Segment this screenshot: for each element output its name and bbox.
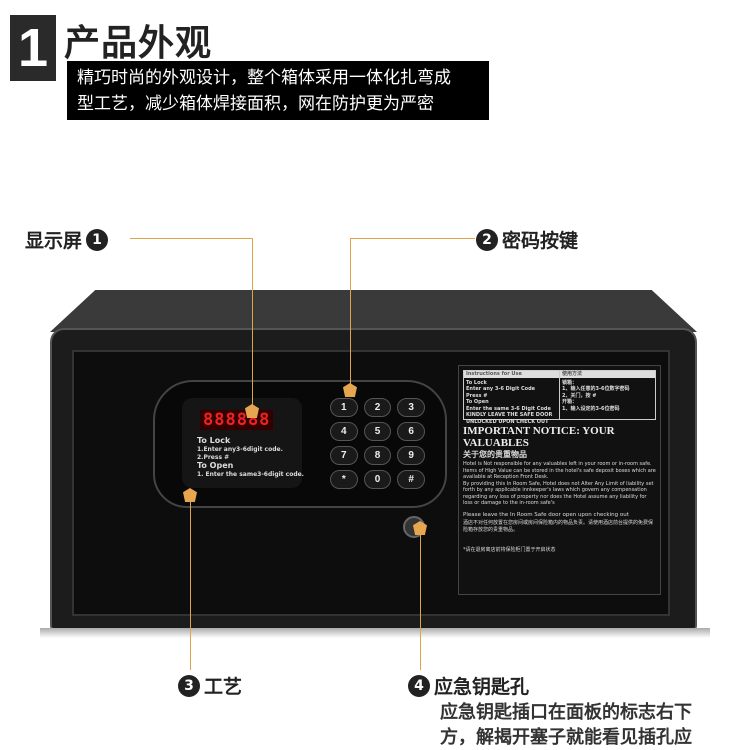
callout-keyhole: 4 应急钥匙孔 <box>408 672 529 699</box>
safe-top <box>50 290 697 332</box>
leader-line-2 <box>350 238 475 239</box>
section-description: 精巧时尚的外观设计，整个箱体采用一体化扎弯成 型工艺，减少箱体焊接面积，网在防护… <box>67 61 489 120</box>
callout-label: 工艺 <box>204 676 243 698</box>
description-line: 型工艺，减少箱体焊接面积，网在防护更为严密 <box>77 94 434 114</box>
page-title: 产品外观 <box>64 23 213 64</box>
instruction-line: Enter any 3-6 Digit Code <box>466 386 536 392</box>
section-number: 1 <box>10 15 56 81</box>
keypad: 1 2 3 4 5 6 7 8 9 * 0 # <box>330 398 425 490</box>
instructions-cn: 使用方法 锁箱： 1、输入任意的3-6位数字密码 2、关门，按 # 开箱： 1、… <box>559 371 655 419</box>
marker-4 <box>413 521 427 535</box>
leader-line-4 <box>420 528 421 670</box>
instruction-line: To Open <box>466 399 489 405</box>
instruction-line: 锁箱： <box>562 379 578 386</box>
callout-number: 3 <box>178 674 200 697</box>
instructions-cn-header: 使用方法 <box>560 371 655 378</box>
notice-panel: Instructions for Use To Lock Enter any 3… <box>458 365 661 595</box>
instruction-line: 开箱： <box>562 399 578 405</box>
key-star[interactable]: * <box>330 470 358 489</box>
display-instructions: To Lock 1.Enter any3-6digit code. 2.Pres… <box>197 437 304 479</box>
display-line: To Lock <box>197 436 231 445</box>
key-7[interactable]: 7 <box>330 446 358 465</box>
instruction-line: 1、输入设定的3-6位密码 <box>562 405 620 412</box>
key-9[interactable]: 9 <box>397 446 425 465</box>
callout-label: 应急钥匙孔 <box>434 676 530 698</box>
instruction-line: KINDLY LEAVE THE SAFE DOOR <box>466 412 553 418</box>
key-hash[interactable]: # <box>397 470 425 489</box>
keyhole-description: 应急钥匙插口在面板的标志右下 方，解揭开塞子就能看见插孔应 <box>440 700 692 750</box>
leader-line-1 <box>130 238 253 239</box>
description-line: 应急钥匙插口在面板的标志右下 <box>440 702 692 723</box>
instruction-line: UNLOCKED UPON CHECK OUT <box>466 418 549 425</box>
callout-craft: 3 工艺 <box>178 672 242 699</box>
instructions-en-header: Instructions for Use <box>464 371 559 378</box>
instructions-box: Instructions for Use To Lock Enter any 3… <box>463 370 656 425</box>
key-2[interactable]: 2 <box>363 398 392 417</box>
instruction-line: To Lock <box>466 379 487 386</box>
callout-number: 2 <box>476 228 498 251</box>
leader-line-2 <box>350 238 351 384</box>
callout-keypad: 2 密码按键 <box>476 226 578 253</box>
notice-footer: *请在退房离店前将保险柜门置于开启状态 <box>463 547 556 553</box>
instructions-en: Instructions for Use To Lock Enter any 3… <box>464 371 559 425</box>
callout-display: 显示屏 1 <box>25 226 109 253</box>
key-0[interactable]: 0 <box>363 470 392 489</box>
description-line: 精巧时尚的外观设计，整个箱体采用一体化扎弯成 <box>77 68 451 88</box>
key-5[interactable]: 5 <box>363 422 392 441</box>
callout-number: 4 <box>408 674 430 697</box>
instruction-line: Enter the same 3-6 Digit Code <box>466 405 551 412</box>
leader-line-3 <box>190 495 191 670</box>
description-line: 方，解揭开塞子就能看见插孔应 <box>440 727 692 748</box>
key-8[interactable]: 8 <box>363 446 392 465</box>
key-3[interactable]: 3 <box>397 398 425 417</box>
display-line: 1.Enter any3-6digit code. <box>197 446 283 453</box>
notice-subtitle: 关于您的贵重物品 <box>463 450 527 459</box>
key-4[interactable]: 4 <box>330 422 358 441</box>
shadow <box>40 628 710 638</box>
callout-number: 1 <box>86 228 109 251</box>
key-1[interactable]: 1 <box>330 398 358 417</box>
notice-cn-paragraph: 酒店不对任何放置在您房间或房间保险箱内的物品负责。请使用酒店前台提供的免费保险箱… <box>463 520 654 533</box>
display-line: 1. Enter the same3-6digit code. <box>197 471 304 478</box>
key-6[interactable]: 6 <box>397 422 425 441</box>
notice-bullet: Please leave the In Room Safe door open … <box>463 511 629 518</box>
display-line: 2.Press # <box>197 454 230 461</box>
notice-paragraph: By providing this In Room Safe, Hotel do… <box>463 480 654 507</box>
notice-title: IMPORTANT NOTICE: YOUR VALUABLES <box>463 425 615 449</box>
instruction-line: 2、关门，按 # <box>562 392 597 399</box>
instruction-line: Press # <box>466 392 488 399</box>
marker-1 <box>245 404 259 418</box>
leader-line-1 <box>252 238 253 408</box>
notice-paragraph: Hotel is Not responsible for any valuabl… <box>463 461 656 480</box>
marker-2 <box>343 383 357 397</box>
display-line: To Open <box>197 461 234 470</box>
led-display: 888888 <box>200 410 274 430</box>
callout-label: 密码按键 <box>502 230 579 252</box>
instruction-line: 1、输入任意的3-6位数字密码 <box>562 386 630 392</box>
callout-label: 显示屏 <box>25 230 83 252</box>
marker-3 <box>183 488 197 502</box>
